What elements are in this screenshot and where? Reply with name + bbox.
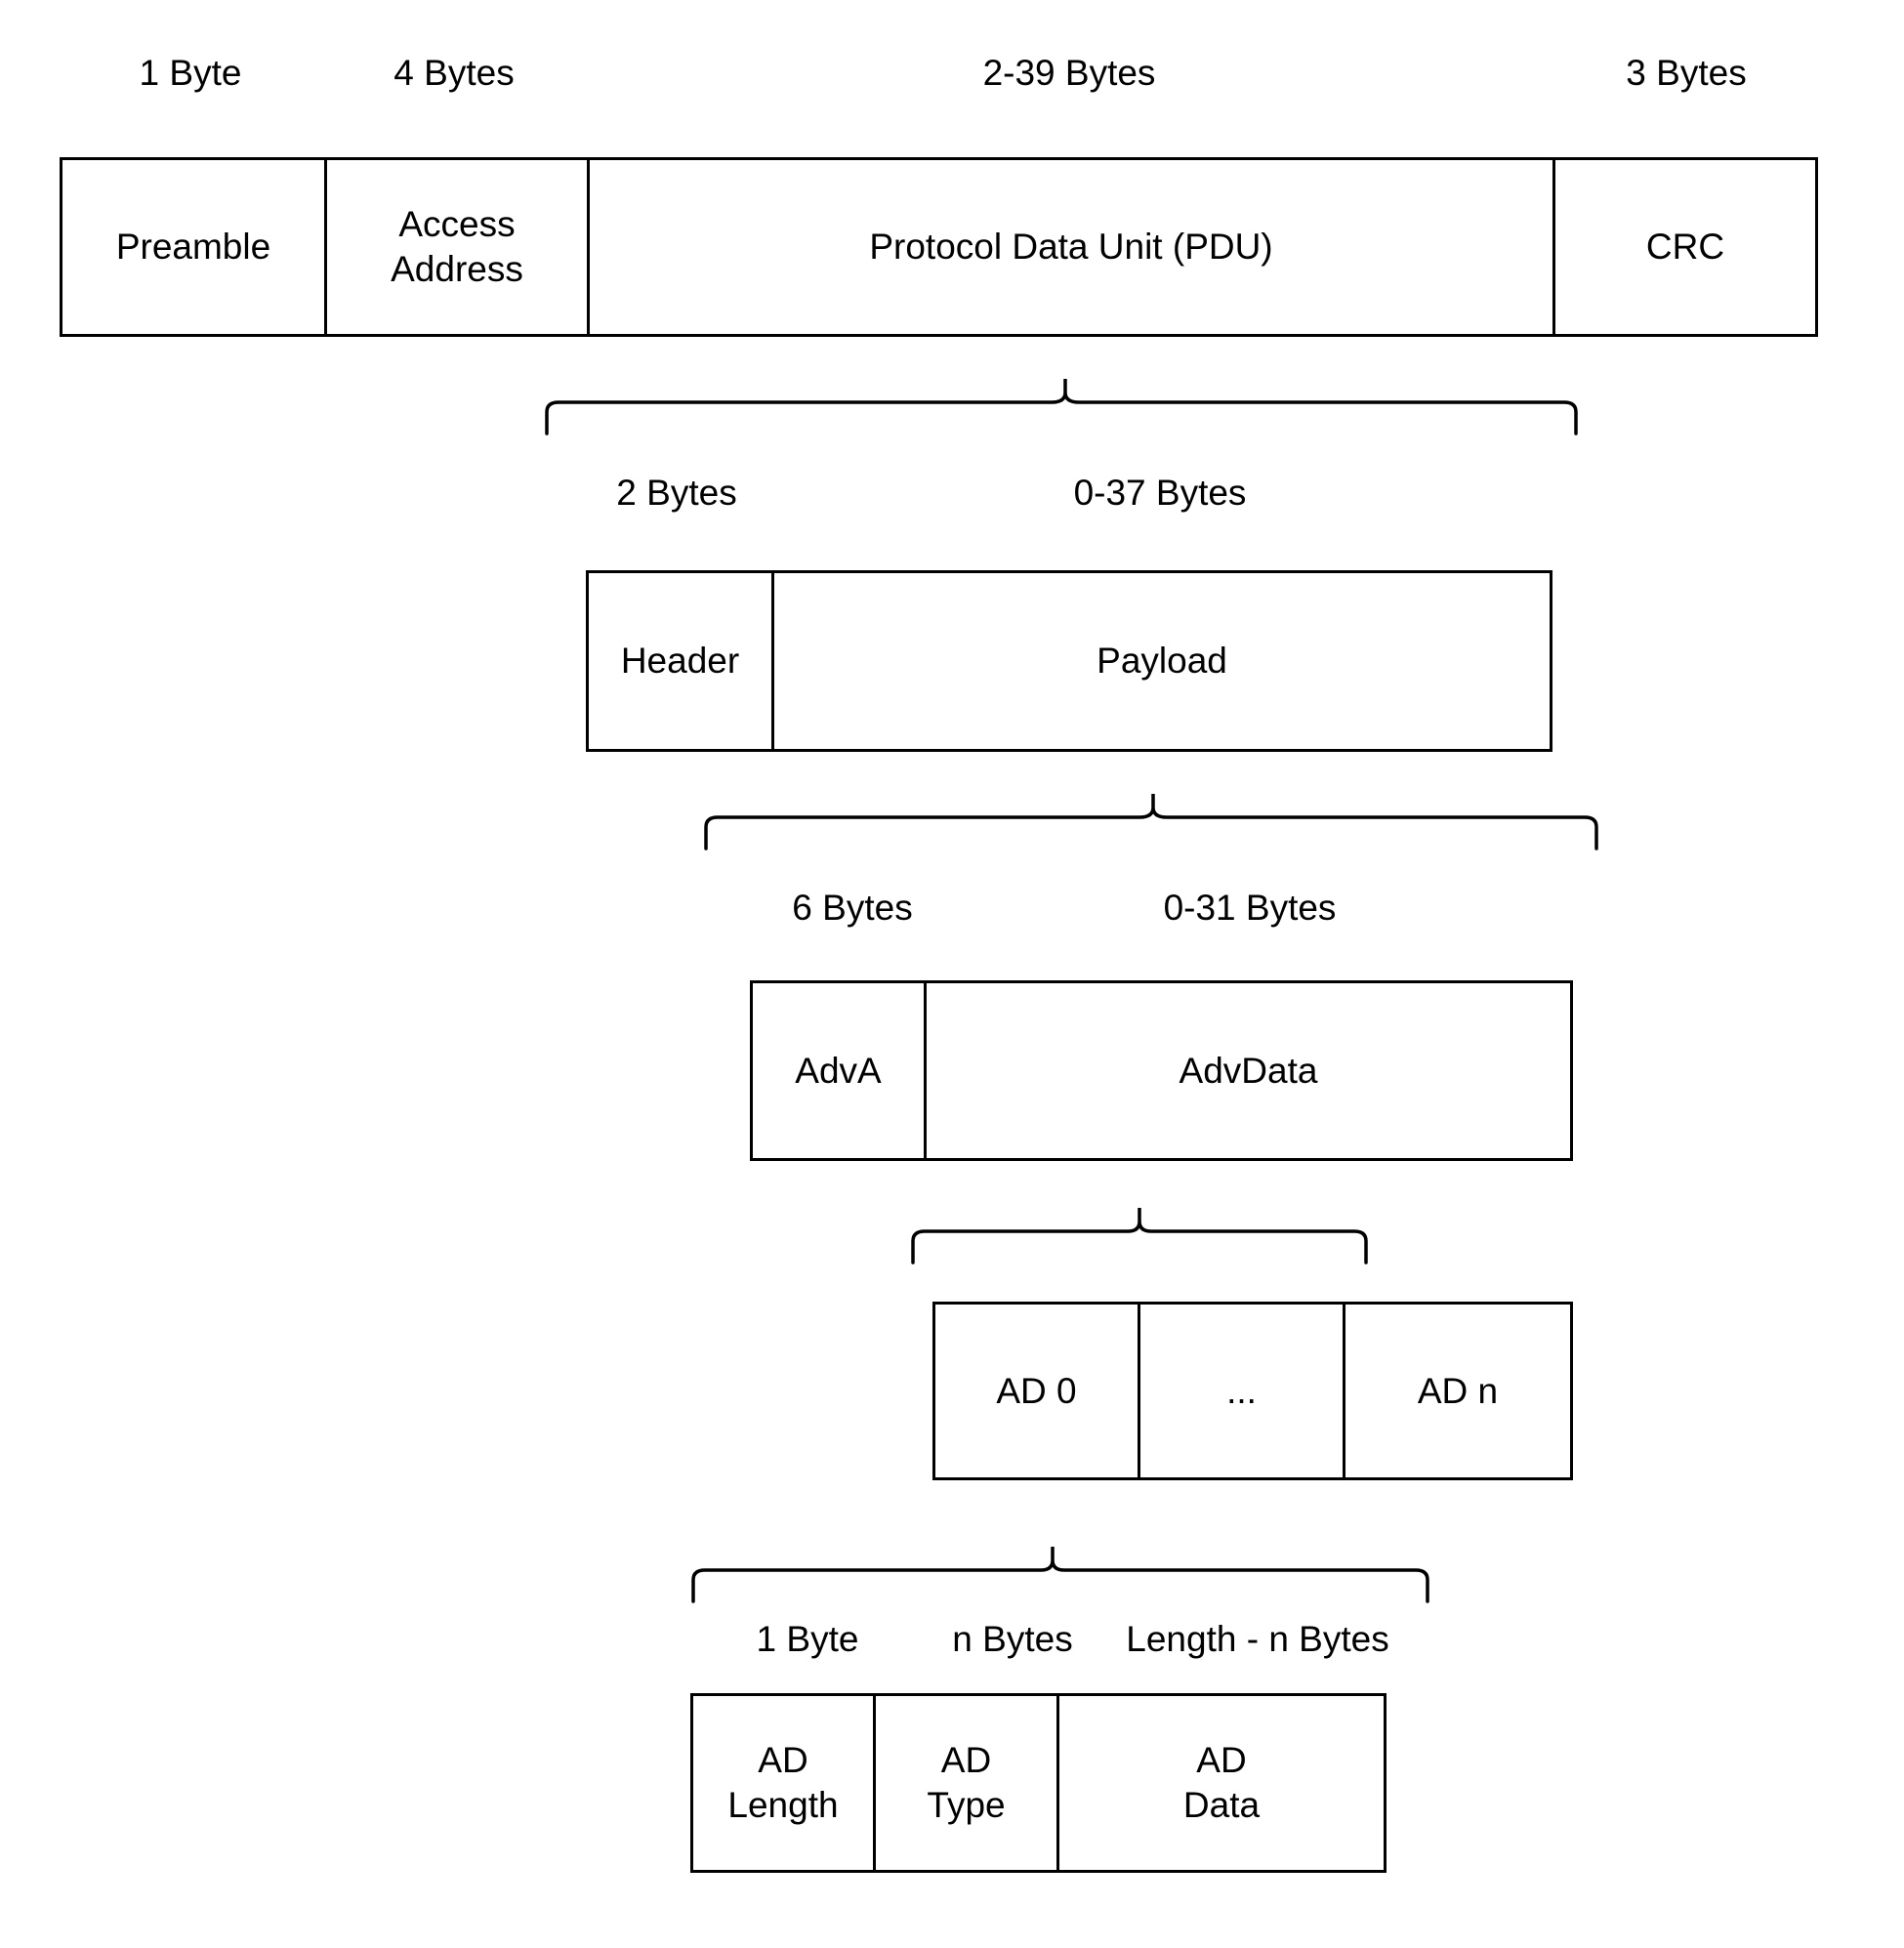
size-label-advdata: 0-31 Bytes [1163, 888, 1337, 928]
size-label-adva: 6 Bytes [792, 888, 913, 928]
cell-advdata[interactable]: AdvData [927, 983, 1570, 1158]
cell-payload[interactable]: Payload [774, 573, 1550, 749]
cell-header[interactable]: Header [589, 573, 774, 749]
row-link-layer-packet: Preamble Access Address Protocol Data Un… [60, 157, 1818, 337]
cell-crc[interactable]: CRC [1555, 160, 1815, 334]
row-advdata-structures: AD 0 ... AD n [932, 1302, 1573, 1480]
cell-ad-length[interactable]: AD Length [693, 1696, 876, 1870]
size-label-ad-type: n Bytes [952, 1619, 1073, 1659]
cell-ad-ellipsis[interactable]: ... [1140, 1305, 1345, 1477]
size-label-header: 2 Bytes [616, 473, 737, 513]
cell-ad-0[interactable]: AD 0 [935, 1305, 1140, 1477]
cell-protocol-data-unit[interactable]: Protocol Data Unit (PDU) [590, 160, 1555, 334]
brace-ad-structure-expand [689, 1545, 1431, 1605]
size-label-payload: 0-37 Bytes [1073, 473, 1247, 513]
cell-ad-type[interactable]: AD Type [876, 1696, 1059, 1870]
cell-access-address[interactable]: Access Address [327, 160, 590, 334]
size-label-crc: 3 Bytes [1626, 53, 1747, 93]
cell-ad-n[interactable]: AD n [1345, 1305, 1570, 1477]
row-advertising-payload: AdvA AdvData [750, 980, 1573, 1161]
cell-ad-data[interactable]: AD Data [1059, 1696, 1384, 1870]
size-label-ad-data: Length - n Bytes [1126, 1619, 1389, 1659]
size-label-preamble: 1 Byte [139, 53, 242, 93]
size-label-pdu: 2-39 Bytes [982, 53, 1156, 93]
brace-pdu-expand [543, 377, 1580, 437]
size-label-access-address: 4 Bytes [393, 53, 515, 93]
cell-adva[interactable]: AdvA [753, 983, 927, 1158]
row-ad-structure: AD Length AD Type AD Data [690, 1693, 1387, 1873]
size-label-ad-length: 1 Byte [756, 1619, 859, 1659]
row-pdu: Header Payload [586, 570, 1552, 752]
brace-advdata-expand [909, 1206, 1370, 1266]
cell-preamble[interactable]: Preamble [62, 160, 327, 334]
brace-payload-expand [702, 792, 1600, 852]
